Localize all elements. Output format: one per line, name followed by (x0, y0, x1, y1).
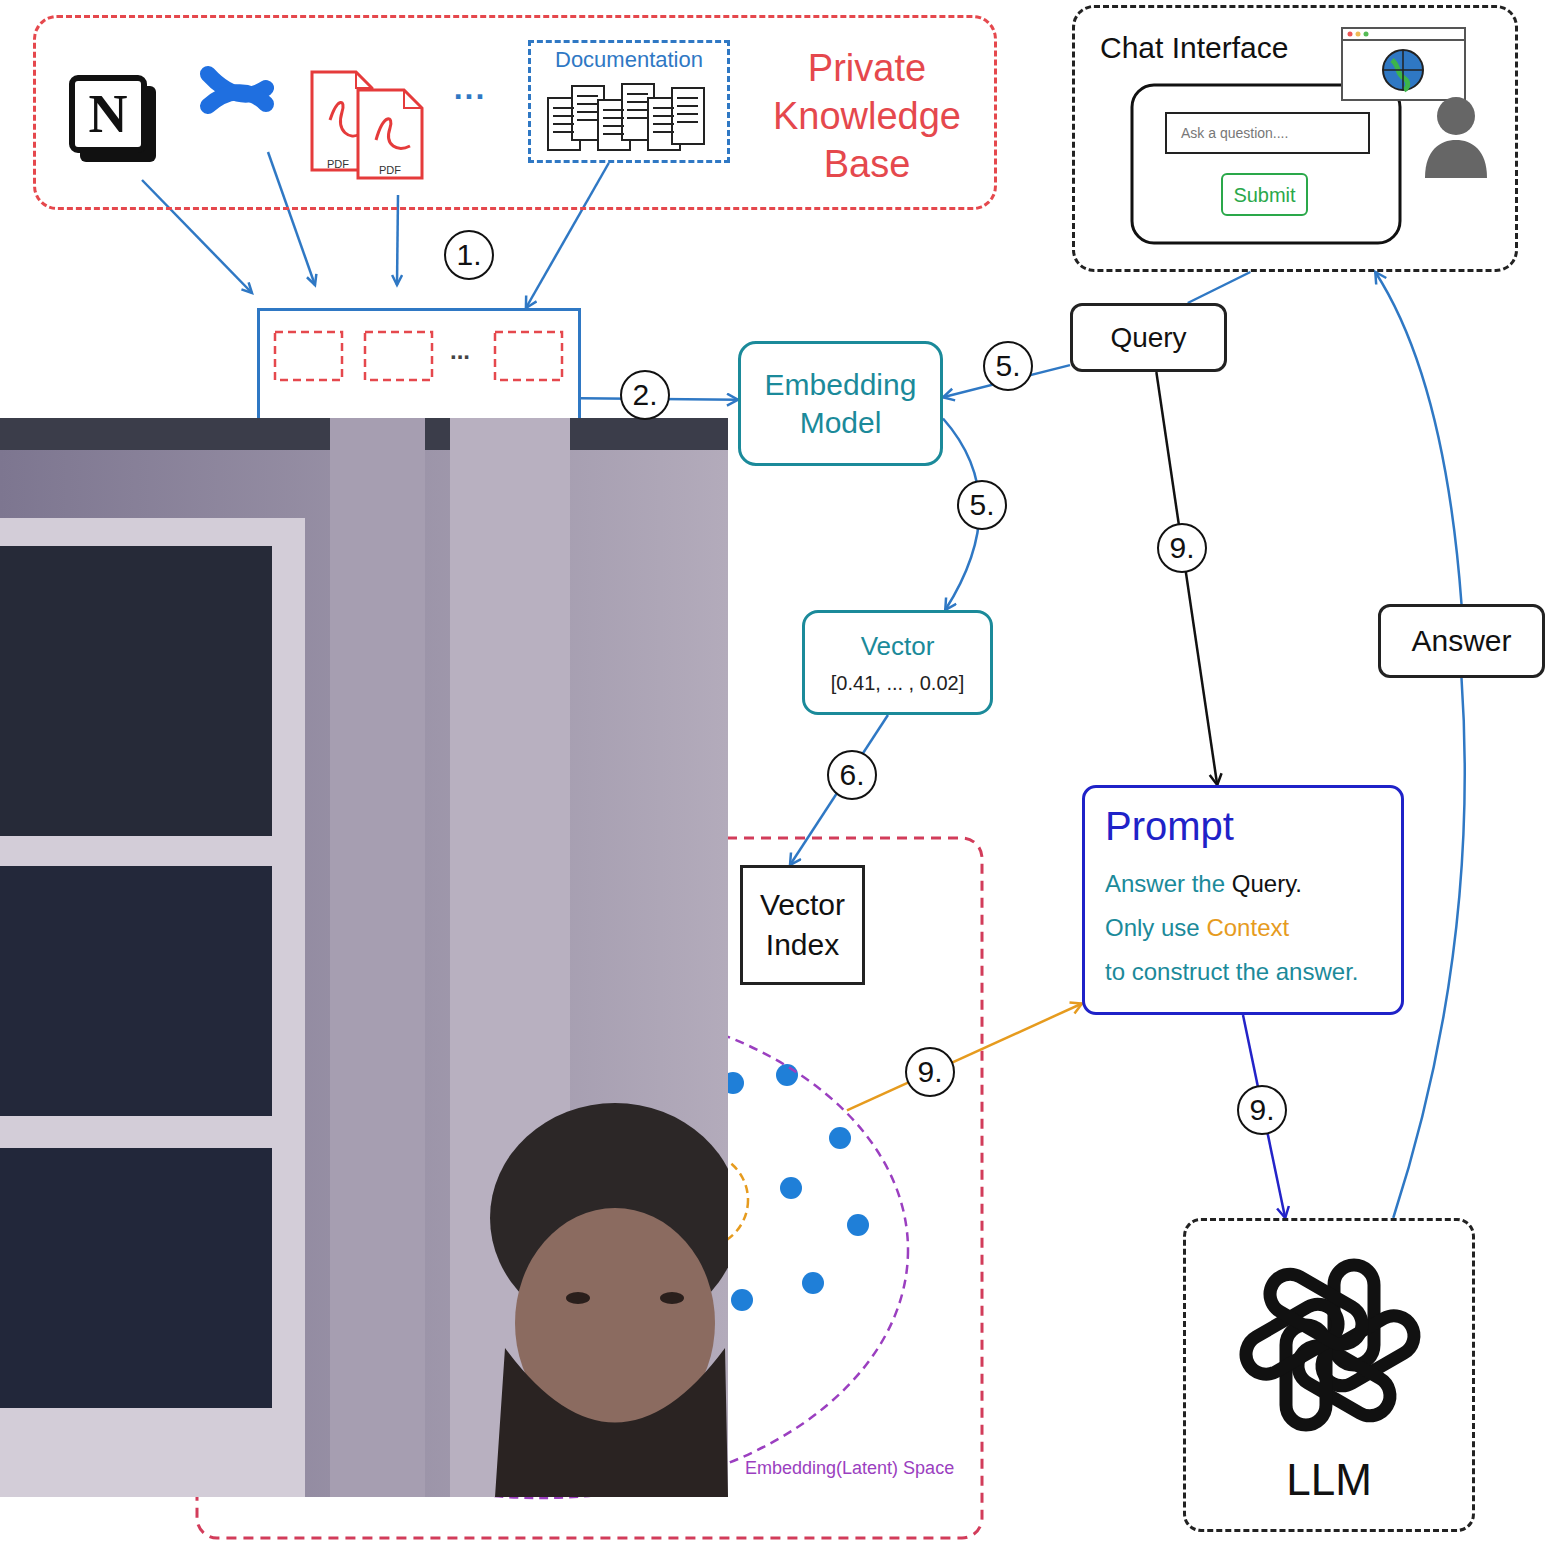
connector (847, 1004, 1082, 1111)
knowledge-base-region: Private Knowledge Base Documentation (33, 15, 997, 210)
step-number: 9. (1237, 1085, 1287, 1135)
text-line: Ask a question.... (1181, 124, 1288, 142)
prompt-box: PromptAnswer theQuery.Only useContextto … (1082, 785, 1404, 1015)
text-line: ... (260, 311, 578, 365)
text-line: Submit (1233, 183, 1295, 207)
text-line: Query (1110, 321, 1186, 355)
text-line: Prompt (1105, 798, 1381, 862)
step-number: 9. (905, 1047, 955, 1097)
text-line: [0.41, ... , 0.02] (831, 662, 964, 696)
node-text: Submit (1233, 183, 1295, 207)
node-text: Prompt (1105, 802, 1234, 850)
chat-window-frame (1132, 85, 1400, 243)
confluence-icon (208, 74, 266, 106)
node-text: ... (450, 337, 470, 365)
document-stack (548, 84, 704, 150)
node-text: Chat Interface (1100, 30, 1288, 66)
question-input: Ask a question.... (1165, 112, 1370, 154)
step-number: 2. (620, 370, 670, 420)
text-line: to construct the answer. (1105, 950, 1381, 994)
notion-icon (72, 78, 156, 162)
connector (1188, 272, 1251, 303)
node-text: Query. (1232, 862, 1302, 906)
node-text: Context (1206, 906, 1289, 950)
documentation-box: Documentation (528, 40, 730, 163)
node-text: Documentation (555, 47, 703, 73)
latent-space-outline (172, 1002, 908, 1498)
node-text: [0.41, ... , 0.02] (831, 670, 964, 696)
text-line: Embedding Model (741, 366, 940, 442)
embedding-model-box: Embedding Model (738, 341, 943, 466)
node-text: Answer the (1105, 862, 1225, 906)
step-number: 5. (983, 341, 1033, 391)
ellipsis: ... (454, 72, 487, 104)
file-type: PDF (379, 164, 401, 177)
node-text: Private Knowledge Base (752, 44, 982, 188)
vector-box: Vector [0.41, ... , 0.02] (802, 610, 993, 715)
step-number: 9. (1157, 523, 1207, 573)
step-number: 5. (957, 480, 1007, 530)
vector-index-box: Vector Index (740, 865, 865, 985)
node-text: Query (1110, 321, 1186, 355)
connector (526, 163, 609, 308)
text-line: Vector (861, 630, 935, 662)
node-text: Embedding(Latent) Space (745, 1457, 954, 1479)
pdf-icons (312, 72, 422, 178)
submit-button: Submit (1221, 173, 1308, 216)
text-line: Vector Index (743, 885, 862, 965)
openai-logo (1239, 1265, 1422, 1425)
chat-interface: Chat InterfaceAsk a question.... Submit (1072, 5, 1518, 272)
video-overlay (0, 418, 728, 1497)
node-text: LLM (1286, 1455, 1372, 1505)
connector (1375, 272, 1461, 604)
browser-icon (1342, 28, 1465, 100)
node-text: Only use (1105, 906, 1200, 950)
icon-letter: N (89, 84, 128, 144)
answer-box: Answer (1378, 604, 1545, 678)
node-text: to construct the answer. (1105, 950, 1358, 994)
node-text: Embedding Model (741, 366, 940, 442)
text-line: LLM (1186, 1221, 1472, 1505)
node-text: Vector (861, 630, 935, 662)
text-line: Documentation (555, 43, 703, 73)
node-text: Answer (1411, 623, 1511, 659)
chunks-box: ... (257, 308, 581, 430)
text-line: Answer (1411, 623, 1511, 659)
llm-box: LLM (1183, 1218, 1475, 1532)
connector (1156, 372, 1217, 785)
text-line: Private Knowledge Base (36, 18, 994, 188)
query-box: Query (1070, 303, 1227, 372)
node-text: Ask a question.... (1181, 124, 1288, 142)
chunk-boxes (275, 332, 562, 380)
source-arrows (142, 152, 398, 293)
callout-number: 1. (444, 230, 494, 280)
connector (790, 715, 888, 865)
node-text: Vector Index (743, 885, 862, 965)
file-type: PDF (327, 158, 349, 171)
text-line: Answer theQuery. (1105, 862, 1381, 906)
user-icon (1425, 97, 1487, 178)
step-number: 6. (827, 750, 877, 800)
text-line: Only useContext (1105, 906, 1381, 950)
text-line: Chat Interface (1075, 8, 1515, 66)
